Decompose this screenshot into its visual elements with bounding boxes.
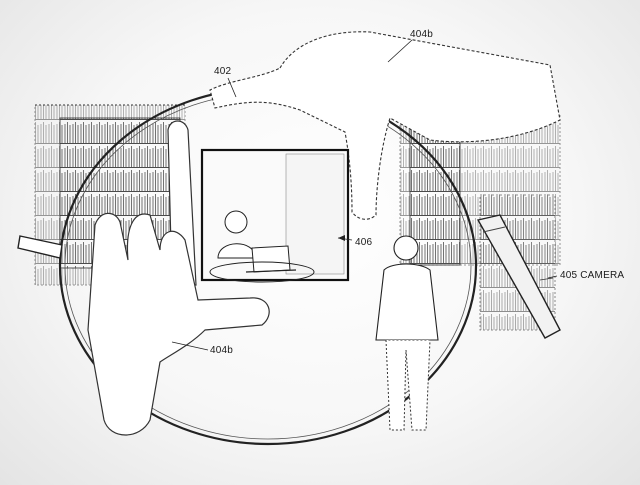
laptop-icon [245, 245, 297, 273]
person-seated [217, 210, 257, 259]
camera-icon [476, 214, 561, 339]
bookshelf-inside [59, 117, 461, 269]
label-405-camera: 405 CAMERA [560, 270, 625, 281]
label-404b-bottom: 404b [210, 345, 234, 356]
hand-top [209, 31, 561, 220]
label-404b-top: 404b [410, 29, 434, 40]
person-standing [375, 235, 439, 431]
hand-bottom [87, 212, 270, 436]
label-402: 402 [214, 66, 232, 77]
label-406: 406 [355, 237, 373, 248]
table [209, 261, 315, 283]
glasses-temple [17, 235, 63, 259]
